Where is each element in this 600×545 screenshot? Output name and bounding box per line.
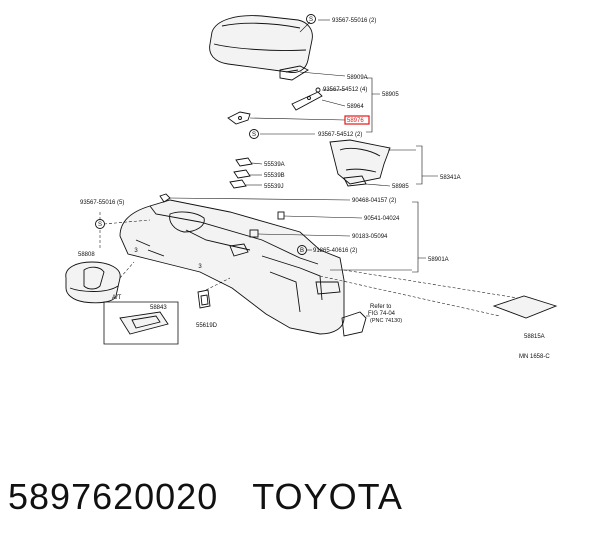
label-55539j[interactable]: 55539J bbox=[264, 184, 284, 190]
shift-bezel-part[interactable] bbox=[119, 311, 169, 335]
label-58843[interactable]: 58843 bbox=[150, 305, 167, 311]
svg-text:S: S bbox=[309, 17, 313, 23]
console-body[interactable]: 3 3 bbox=[119, 199, 345, 335]
label-58905[interactable]: 58905 bbox=[382, 92, 399, 98]
screw-90541[interactable] bbox=[277, 211, 285, 220]
label-58976-highlighted[interactable]: 58976 bbox=[347, 118, 364, 124]
floor-mat-part[interactable] bbox=[492, 295, 558, 319]
refer-to-fig[interactable]: FIG 74-04 bbox=[368, 311, 396, 317]
label-58341a[interactable]: 58341A bbox=[440, 175, 461, 181]
plug-55619d[interactable] bbox=[197, 289, 211, 309]
drawing-id: MN 1658-C bbox=[519, 354, 550, 360]
label-91865-40616[interactable]: 91865-40616 (2) bbox=[313, 248, 357, 254]
label-93567-55016-5[interactable]: 93567-55016 (5) bbox=[80, 200, 124, 206]
label-93567-55016-2[interactable]: 93567-55016 (2) bbox=[332, 18, 376, 24]
label-90468-04157[interactable]: 90468-04157 (2) bbox=[352, 198, 396, 204]
armrest-lid[interactable] bbox=[209, 15, 313, 73]
screw-marker-b: B bbox=[297, 245, 307, 255]
label-90541-04024[interactable]: 90541-04024 bbox=[364, 216, 400, 222]
label-90183-05094[interactable]: 90183-05094 bbox=[352, 234, 388, 240]
screw-marker-mid: S bbox=[249, 129, 259, 139]
armrest-hinge-bracket[interactable] bbox=[279, 65, 309, 81]
part-number: 5897620020 bbox=[8, 476, 219, 517]
svg-text:B: B bbox=[300, 248, 304, 254]
lock-striker-part[interactable] bbox=[227, 111, 251, 125]
clip-55539j[interactable] bbox=[229, 179, 247, 189]
clip-55539a[interactable] bbox=[235, 157, 253, 167]
nut-90183[interactable] bbox=[249, 229, 259, 238]
label-55539a[interactable]: 55539A bbox=[264, 162, 285, 168]
refer-to-pnc: (PNC 74130) bbox=[370, 318, 402, 324]
clip-55539b[interactable] bbox=[233, 169, 251, 179]
at-inset-box: A/T bbox=[103, 295, 179, 345]
label-93567-54512-4[interactable]: 93567-54512 (4) bbox=[323, 87, 367, 93]
svg-text:S: S bbox=[98, 222, 102, 228]
label-at: A/T bbox=[112, 295, 122, 301]
brand-name: TOYOTA bbox=[252, 476, 403, 517]
refer-to-note: Refer to bbox=[370, 304, 392, 310]
label-55539b[interactable]: 55539B bbox=[264, 173, 285, 179]
label-58964[interactable]: 58964 bbox=[347, 104, 364, 110]
screw-marker-top: S bbox=[306, 14, 316, 24]
shift-boot-part[interactable] bbox=[65, 261, 121, 304]
screw-marker-left: S bbox=[95, 219, 105, 229]
part-caption: 5897620020 TOYOTA bbox=[8, 476, 437, 518]
highlight-box bbox=[344, 115, 370, 125]
svg-text:S: S bbox=[252, 132, 256, 138]
svg-text:3: 3 bbox=[134, 248, 138, 254]
label-58901a[interactable]: 58901A bbox=[428, 257, 449, 263]
label-58985[interactable]: 58985 bbox=[392, 184, 409, 190]
label-58909a[interactable]: 58909A bbox=[347, 75, 368, 81]
label-55619d[interactable]: 55619D bbox=[196, 323, 218, 329]
label-58808[interactable]: 58808 bbox=[78, 252, 95, 258]
svg-text:3: 3 bbox=[198, 264, 202, 270]
hinge-link-part[interactable] bbox=[291, 87, 323, 111]
cup-holder-part[interactable] bbox=[329, 139, 391, 185]
label-58815a[interactable]: 58815A bbox=[524, 334, 545, 340]
label-93567-54512-2[interactable]: 93567-54512 (2) bbox=[318, 132, 362, 138]
storage-lid-part[interactable] bbox=[341, 311, 367, 337]
